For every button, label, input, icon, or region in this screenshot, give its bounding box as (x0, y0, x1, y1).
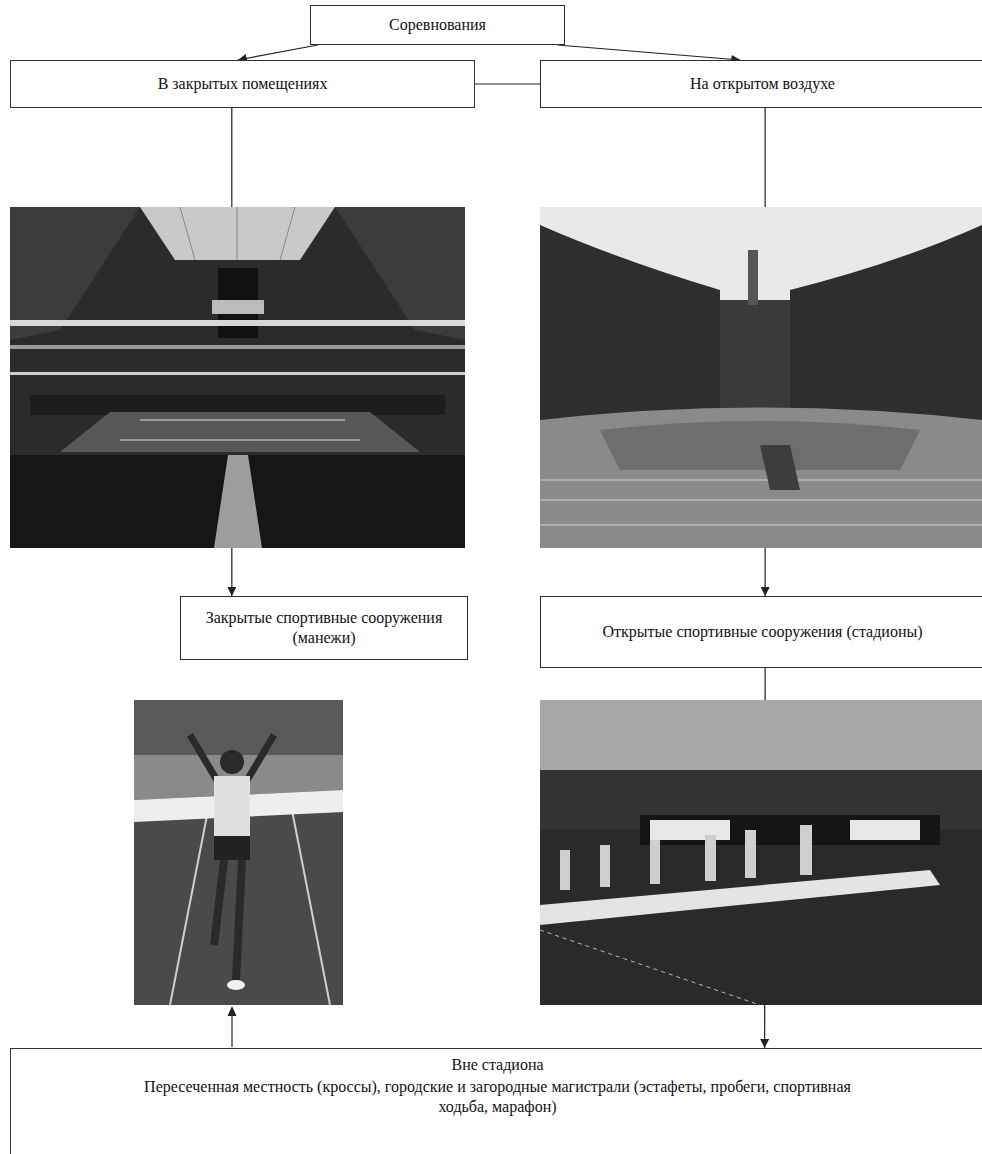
stand-band (10, 372, 465, 375)
box-body: Пересеченная местность (кроссы), городск… (138, 1077, 858, 1117)
connector (475, 83, 540, 84)
running-track (540, 408, 982, 549)
roof-rib (280, 207, 295, 260)
runner-head (220, 750, 244, 774)
connector (238, 45, 318, 60)
banner-panel (850, 820, 920, 840)
root-box: Соревнования (310, 5, 565, 45)
photo-sky (540, 700, 982, 1005)
road-marking (290, 800, 330, 1005)
grass (540, 830, 982, 1005)
category-box: В закрытых помещениях (10, 60, 475, 108)
field-line (140, 420, 345, 421)
box-label: В закрытых помещениях (158, 74, 328, 94)
stand-right (790, 225, 982, 430)
runner (705, 835, 716, 881)
indoor-arena-photo (10, 207, 465, 548)
runner (600, 845, 610, 887)
road-race-photo (134, 700, 343, 1005)
road-marking (170, 800, 210, 1005)
box-label: Соревнования (389, 15, 486, 35)
category-box: На открытом воздухе (540, 60, 982, 108)
course-tape (540, 930, 760, 1005)
photo-sky (540, 207, 982, 548)
runner (800, 825, 812, 875)
stadium-field (600, 421, 920, 470)
runner (745, 830, 756, 878)
open-stadium-photo (540, 207, 982, 548)
box-label: На открытом воздухе (690, 74, 835, 94)
banner (640, 815, 940, 845)
roof-skylight (140, 207, 335, 260)
arena-field (60, 412, 420, 452)
connector (557, 45, 740, 60)
pointer-line (231, 1015, 232, 1047)
stand-left (540, 225, 720, 430)
facility-box: Открытые спортивные сооружения (стадионы… (540, 596, 982, 668)
pointer-head (228, 1006, 237, 1016)
aisle-stairs (214, 455, 262, 548)
runner-leg (214, 860, 224, 945)
track-lane (540, 480, 982, 481)
front-seats (10, 455, 465, 548)
jump-runway (760, 445, 800, 490)
photo-ground (134, 700, 343, 1005)
runner-shorts (214, 836, 250, 860)
venue-box: Вне стадионаПересеченная местность (крос… (10, 1048, 982, 1154)
runner-shirt (214, 776, 250, 838)
facility-box: Закрытые спортивные сооружения (манежи) (180, 596, 468, 660)
track-lane (540, 525, 982, 526)
box-label: Открытые спортивные сооружения (стадионы… (602, 622, 922, 642)
tower (748, 250, 758, 305)
photo-ground (10, 207, 465, 548)
box-label: Вне стадиона (451, 1055, 543, 1075)
box-label: Закрытые спортивные сооружения (манежи) (191, 608, 457, 648)
runner-arm (246, 735, 274, 782)
roof-rib (180, 207, 195, 260)
trees (134, 700, 343, 755)
runner (650, 840, 660, 884)
runner-arm (190, 735, 218, 782)
stand-center (720, 300, 790, 420)
runner (560, 850, 570, 890)
runner-leg (236, 860, 242, 980)
scoreboard-screen (212, 300, 264, 314)
cross-country-photo (540, 700, 982, 1005)
stand-band (10, 320, 465, 326)
runners (560, 825, 812, 890)
stand-band (10, 345, 465, 349)
banner-panel (650, 820, 730, 840)
runner-shoe (227, 980, 245, 990)
field-line (120, 440, 360, 441)
roof-rib (237, 207, 238, 260)
track-lane (540, 500, 982, 501)
